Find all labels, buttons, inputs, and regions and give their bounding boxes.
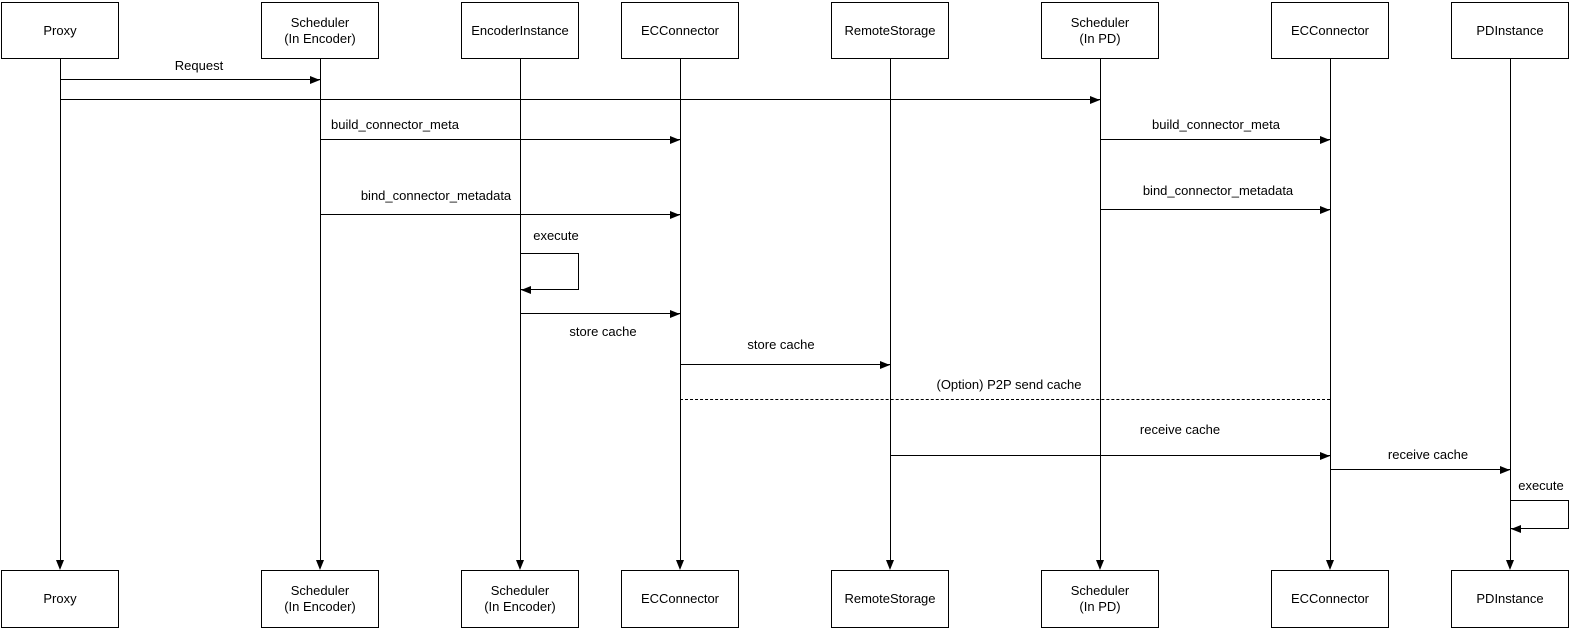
actor-top-pd-instance: PDInstance xyxy=(1451,2,1569,59)
lifeline-ec-connector-2 xyxy=(1330,59,1331,562)
message-line-bind-connector-metadata-encoder xyxy=(320,214,680,215)
message-arrowhead-icon-bind-connector-metadata-encoder xyxy=(670,211,680,219)
actor-label-line: PDInstance xyxy=(1476,22,1544,38)
actor-label-line: Scheduler xyxy=(1070,583,1130,598)
self-message-execute-pd xyxy=(1511,500,1569,529)
lifeline-arrowhead-icon-remote-storage xyxy=(886,560,894,570)
lifeline-arrowhead-icon-ec-connector-1 xyxy=(676,560,684,570)
actor-label-line: ECConnector xyxy=(640,591,720,606)
message-line-build-connector-meta-encoder xyxy=(320,139,680,140)
actor-label-line: (In PD) xyxy=(1079,30,1121,46)
actor-label-line: EncoderInstance xyxy=(471,22,569,38)
actor-bottom-pd-instance: PDInstance xyxy=(1451,570,1569,628)
actor-label-line: ECConnector xyxy=(640,22,720,38)
actor-label-line: Proxy xyxy=(43,22,77,38)
self-message-execute-encoder xyxy=(521,253,579,290)
actor-top-scheduler-in-pd: Scheduler(In PD) xyxy=(1041,2,1159,59)
message-line-request xyxy=(60,79,320,80)
actor-label-line: Scheduler xyxy=(490,583,550,598)
message-line-proxy-to-scheduler-pd xyxy=(60,99,1100,100)
lifeline-arrowhead-icon-scheduler-in-encoder xyxy=(316,560,324,570)
actor-top-remote-storage: RemoteStorage xyxy=(831,2,949,59)
message-label-p2p-send-cache: (Option) P2P send cache xyxy=(934,377,1084,392)
message-label-receive-cache-pd: receive cache xyxy=(1385,447,1471,462)
actor-top-proxy: Proxy xyxy=(1,2,119,59)
actor-label-line: Scheduler xyxy=(290,14,350,30)
actor-bottom-remote-storage: RemoteStorage xyxy=(831,570,949,628)
self-message-arrowhead-icon-execute-pd xyxy=(1511,525,1521,533)
actor-label-line: RemoteStorage xyxy=(844,591,936,606)
message-label-store-cache-remote: store cache xyxy=(745,337,817,352)
actor-bottom-proxy: Proxy xyxy=(1,570,119,628)
actor-bottom-scheduler-in-encoder: Scheduler(In Encoder) xyxy=(261,570,379,628)
message-label-bind-connector-metadata-encoder: bind_connector_metadata xyxy=(358,188,514,203)
actor-label-line: Scheduler xyxy=(1070,14,1130,30)
actor-top-encoder-instance: EncoderInstance xyxy=(461,2,579,59)
message-label-request: Request xyxy=(172,58,226,73)
actor-label-line: ECConnector xyxy=(1290,591,1370,606)
message-label-build-connector-meta-pd: build_connector_meta xyxy=(1150,117,1282,132)
message-arrowhead-icon-receive-cache-remote xyxy=(1320,452,1330,460)
actor-label-line: PDInstance xyxy=(1476,591,1544,606)
actor-bottom-ec-connector-1: ECConnector xyxy=(621,570,739,628)
message-arrowhead-icon-store-cache-remote xyxy=(880,361,890,369)
actor-top-scheduler-in-encoder: Scheduler(In Encoder) xyxy=(261,2,379,59)
message-arrowhead-icon-receive-cache-pd xyxy=(1500,466,1510,474)
message-arrowhead-icon-build-connector-meta-pd xyxy=(1320,136,1330,144)
lifeline-remote-storage xyxy=(890,59,891,562)
lifeline-encoder-instance xyxy=(520,59,521,562)
message-line-bind-connector-metadata-pd xyxy=(1100,209,1330,210)
actor-label-line: RemoteStorage xyxy=(844,22,936,38)
lifeline-arrowhead-icon-scheduler-in-pd xyxy=(1096,560,1104,570)
message-label-store-cache-encoder: store cache xyxy=(567,324,639,339)
actor-label-line: Proxy xyxy=(43,591,77,606)
message-label-receive-cache-remote: receive cache xyxy=(1137,422,1223,437)
actor-top-ec-connector-2: ECConnector xyxy=(1271,2,1389,59)
lifeline-pd-instance xyxy=(1510,59,1511,562)
actor-bottom-ec-connector-2: ECConnector xyxy=(1271,570,1389,628)
message-arrowhead-icon-proxy-to-scheduler-pd xyxy=(1090,96,1100,104)
message-line-p2p-send-cache xyxy=(680,399,1330,400)
self-message-arrowhead-icon-execute-encoder xyxy=(521,286,531,294)
actor-label-line: (In PD) xyxy=(1079,599,1121,614)
message-arrowhead-icon-bind-connector-metadata-pd xyxy=(1320,206,1330,214)
actor-label-line: Scheduler xyxy=(290,583,350,598)
actor-label-line: (In Encoder) xyxy=(484,599,556,614)
self-message-label-execute-pd: execute xyxy=(1516,478,1566,493)
message-line-receive-cache-pd xyxy=(1330,469,1510,470)
message-label-build-connector-meta-encoder: build_connector_meta xyxy=(329,117,461,132)
lifeline-arrowhead-icon-encoder-instance xyxy=(516,560,524,570)
lifeline-arrowhead-icon-pd-instance xyxy=(1506,560,1514,570)
message-line-receive-cache-remote xyxy=(890,455,1330,456)
self-message-label-execute-encoder: execute xyxy=(531,228,581,243)
actor-label-line: ECConnector xyxy=(1290,22,1370,38)
message-label-bind-connector-metadata-pd: bind_connector_metadata xyxy=(1140,183,1296,198)
lifeline-scheduler-in-encoder xyxy=(320,59,321,562)
actor-label-line: (In Encoder) xyxy=(284,599,356,614)
lifeline-proxy xyxy=(60,59,61,562)
actor-bottom-scheduler-in-pd: Scheduler(In PD) xyxy=(1041,570,1159,628)
actor-top-ec-connector-1: ECConnector xyxy=(621,2,739,59)
lifeline-scheduler-in-pd xyxy=(1100,59,1101,562)
message-arrowhead-icon-store-cache-encoder xyxy=(670,310,680,318)
actor-label-line: (In Encoder) xyxy=(284,30,356,46)
actor-bottom-encoder-instance: Scheduler(In Encoder) xyxy=(461,570,579,628)
lifeline-arrowhead-icon-ec-connector-2 xyxy=(1326,560,1334,570)
message-line-build-connector-meta-pd xyxy=(1100,139,1330,140)
message-arrowhead-icon-build-connector-meta-encoder xyxy=(670,136,680,144)
lifeline-arrowhead-icon-proxy xyxy=(56,560,64,570)
message-line-store-cache-encoder xyxy=(520,313,680,314)
message-line-store-cache-remote xyxy=(680,364,890,365)
message-arrowhead-icon-request xyxy=(310,76,320,84)
lifeline-ec-connector-1 xyxy=(680,59,681,562)
